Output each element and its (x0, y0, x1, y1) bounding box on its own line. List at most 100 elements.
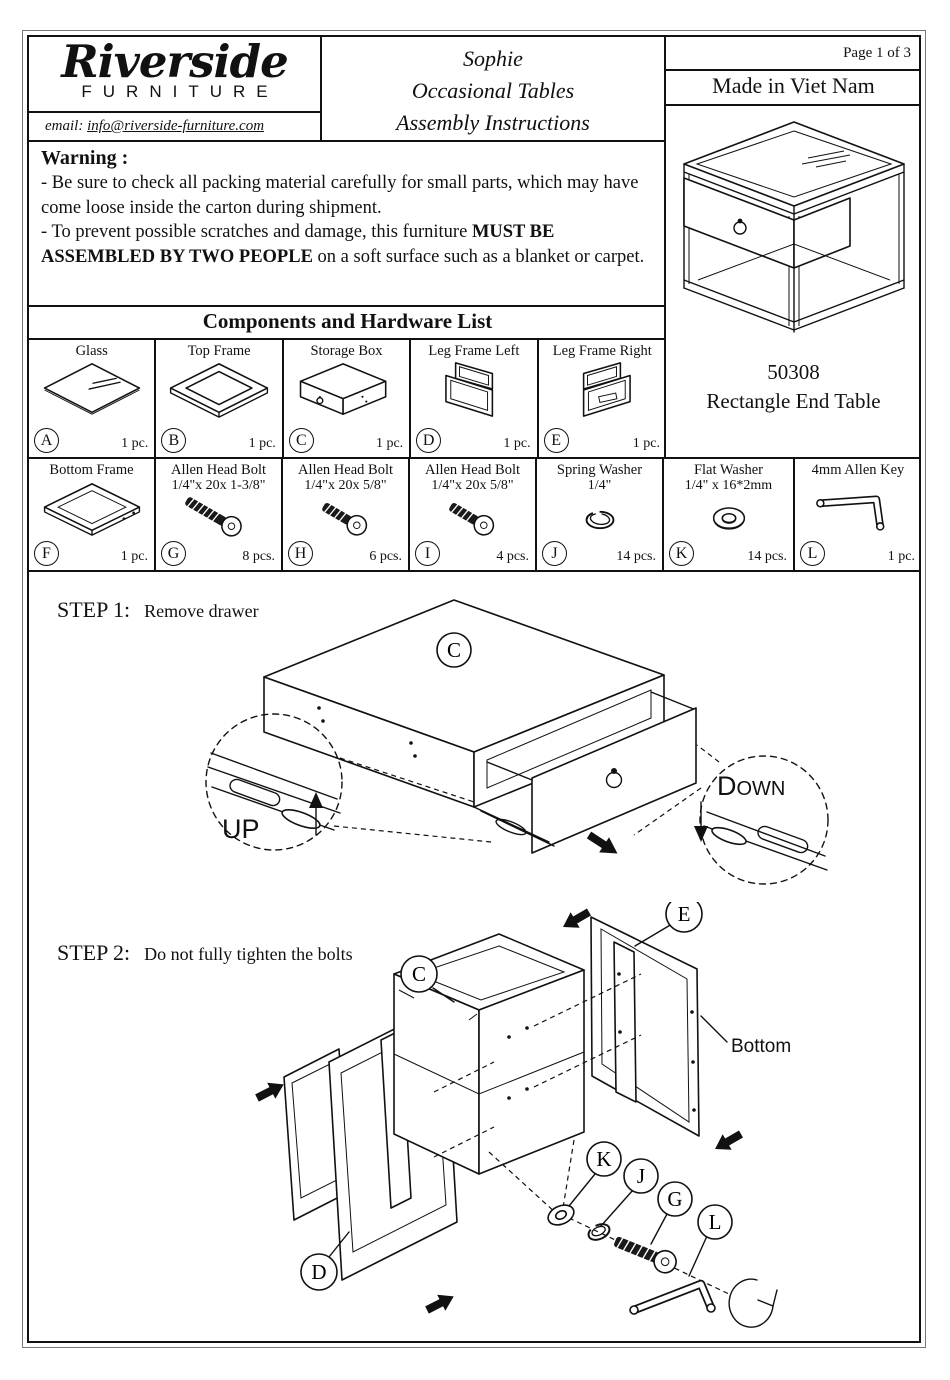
step2-part-j-badge: J (623, 1158, 659, 1194)
bottom-note: Bottom (731, 1036, 791, 1057)
glass-panel-icon (43, 363, 140, 415)
component-spec: 1/4" x 16*2mm (684, 478, 773, 494)
email-row: email: info@riverside-furniture.com (29, 111, 320, 140)
component-label: Leg Frame Left (428, 343, 520, 359)
allen-key-icon (816, 495, 885, 531)
part-letter-badge: J (542, 541, 567, 566)
step2-l-label: L (709, 1210, 722, 1234)
component-cell-storage-box: Storage Box C 1 pc. (284, 340, 412, 457)
step2-frame-e (590, 916, 700, 1137)
step2-k-label: K (596, 1147, 611, 1171)
component-label: 4mm Allen Key (811, 462, 905, 478)
email-address-link[interactable]: info@riverside-furniture.com (87, 118, 265, 134)
step1-part-c-label: C (447, 638, 461, 662)
component-cell-bolt-h: Allen Head Bolt 1/4"x 20x 5/8" H 6 pcs. (283, 459, 410, 570)
glass-reflection (801, 150, 850, 168)
warning-p2-post: on a soft surface such as a blanket or c… (312, 246, 645, 267)
leader-down-detail (633, 787, 702, 836)
step2-d-label: D (311, 1260, 326, 1284)
part-qty: 1 pc. (248, 436, 276, 451)
component-cell-top-frame: Top Frame B 1 pc. (156, 340, 284, 457)
component-cell-bolt-g: Allen Head Bolt 1/4"x 20x 1-3/8" G 8 pcs… (156, 459, 283, 570)
email-label: email: (45, 118, 84, 134)
ring-pull (732, 218, 747, 235)
page-number: Page 1 of 3 (666, 37, 921, 71)
components-row-2: Bottom Frame F 1 pc. Allen Head Bolt 1/4… (29, 457, 921, 572)
part-qty: 14 pcs. (747, 549, 787, 564)
step2-part-g-badge: G (657, 1181, 693, 1217)
part-qty: 4 pcs. (496, 549, 529, 564)
step2-part-l-badge: L (697, 1204, 733, 1240)
part-letter-badge: C (288, 428, 314, 453)
assembly-arrow-left (255, 1082, 284, 1102)
component-label: Flat Washer (693, 462, 764, 478)
made-in-label: Made in Viet Nam (666, 71, 921, 106)
step1-diagram: C UP (205, 599, 829, 885)
step1-storage-box (263, 599, 665, 808)
leader-up-detail (339, 757, 475, 803)
part-qty: 1 pc. (121, 436, 149, 451)
part-letter-badge: L (800, 541, 825, 566)
bolt-alignment-left (433, 1061, 495, 1158)
title-line-1: Sophie (463, 46, 523, 71)
allen-bolt-icon (448, 502, 494, 536)
warning-paragraph-2: - To prevent possible scratches and dama… (41, 220, 654, 269)
part-letter-badge: H (288, 541, 313, 566)
component-cell-flat-washer: Flat Washer 1/4" x 16*2mm K 14 pcs. (664, 459, 795, 570)
step2-g-label: G (667, 1187, 682, 1211)
step2-flat-washer (547, 1204, 575, 1226)
warning-p2-bold: MUST BE ASSEMBLED BY TWO PEOPLE (41, 222, 555, 267)
part-qty: 1 pc. (120, 549, 148, 564)
part-letter-badge: A (34, 428, 59, 453)
step1-part-c-badge: C (436, 632, 472, 668)
storage-box-icon (300, 363, 387, 416)
allen-bolt-icon (184, 496, 242, 537)
product-model: 50308 (767, 360, 820, 384)
page-inner-border: Riverside FURNITURE email: info@riversid… (27, 35, 921, 1343)
step2-allen-key (629, 1279, 716, 1315)
product-drawing-wrap (666, 106, 921, 358)
rotation-arrow (728, 1278, 778, 1328)
document-page: Riverside FURNITURE email: info@riversid… (22, 30, 926, 1348)
component-label: Allen Head Bolt (297, 462, 394, 478)
step1-heading: STEP 1: Remove drawer (57, 597, 259, 623)
component-cell-bolt-i: Allen Head Bolt 1/4"x 20x 5/8" I 4 pcs. (410, 459, 537, 570)
bottom-frame-icon (43, 483, 140, 537)
step2-e-label: E (678, 902, 691, 926)
product-column: Page 1 of 3 Made in Viet Nam (664, 37, 921, 457)
part-qty: 6 pcs. (369, 549, 402, 564)
brand-logo: Riverside (61, 35, 289, 88)
up-detail-circle: UP (205, 713, 343, 851)
badge-leaders (568, 1173, 708, 1277)
warning-p2-pre: - To prevent possible scratches and dama… (41, 222, 472, 243)
step1-instruction: Remove drawer (144, 601, 259, 621)
part-qty: 1 pc. (632, 436, 660, 451)
assembly-arrow-top (563, 908, 591, 928)
part-qty: 14 pcs. (616, 549, 656, 564)
step2-storage-box (393, 933, 585, 1175)
component-label: Top Frame (187, 343, 251, 359)
component-cell-leg-frame-left: Leg Frame Left D 1 pc. (411, 340, 539, 457)
component-label: Allen Head Bolt (170, 462, 267, 478)
down-label: DOWN (717, 771, 785, 801)
component-cell-glass: Glass A 1 pc. (29, 340, 157, 457)
step1-title: STEP 1: (57, 597, 131, 622)
drawer-removal-arrow (586, 831, 618, 854)
assembly-arrow-bottom (425, 1294, 454, 1314)
part-letter-badge: E (543, 428, 569, 453)
warning-paragraph-1: - Be sure to check all packing material … (41, 173, 639, 218)
down-label-rest: OWN (737, 778, 786, 800)
allen-bolt-icon (321, 502, 367, 536)
top-frame-icon (169, 363, 269, 419)
component-label: Leg Frame Right (552, 343, 652, 359)
part-letter-badge: I (415, 541, 440, 566)
component-cell-allen-key: 4mm Allen Key L 1 pc. (795, 459, 921, 570)
leg-frame-right-icon (583, 362, 632, 418)
component-label: Allen Head Bolt (424, 462, 521, 478)
part-letter-badge: B (161, 428, 187, 453)
step2-part-k-badge: K (586, 1141, 622, 1177)
spring-washer-icon (585, 510, 614, 529)
step2-bolt (614, 1236, 677, 1274)
flat-washer-icon (712, 506, 745, 530)
title-line-3: Assembly Instructions (396, 109, 590, 135)
